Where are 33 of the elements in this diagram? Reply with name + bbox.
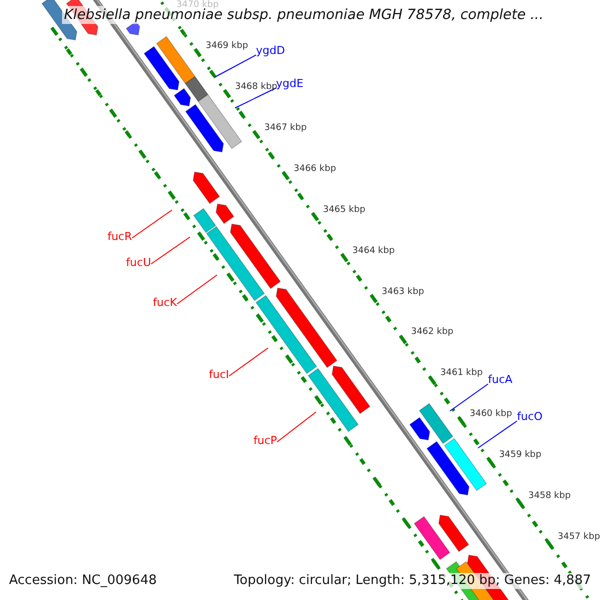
gene-label: fucI: [208, 368, 229, 381]
tick-label: 3459 kbp: [498, 450, 542, 462]
gene-label: ygdE: [276, 77, 304, 90]
gene-label: fucK: [152, 296, 177, 309]
leader-line: [132, 210, 172, 238]
leader-line: [276, 412, 316, 442]
tick-label: 3458 kbp: [528, 491, 571, 502]
tick-label: 3465 kbp: [322, 204, 366, 216]
leader-line: [214, 54, 256, 78]
leader-line: [478, 420, 518, 448]
tick-label: 3467 kbp: [264, 122, 307, 134]
tick-label: 3462 kbp: [410, 327, 454, 338]
footer-text: Topology: circular; Length: 5,315,120 bp; Genes: 4,887: [234, 573, 591, 589]
tick-label: 3468 kbp: [234, 82, 278, 93]
tick-label: 3464 kbp: [352, 246, 395, 257]
gene-label: fucO: [517, 410, 543, 423]
footer-text: Accession: NC_009648: [9, 573, 157, 589]
tick-label: 3457 kbp: [558, 532, 600, 544]
leader-line: [228, 348, 268, 376]
gene-label: fucR: [107, 230, 132, 243]
gene-label: fucU: [126, 256, 151, 269]
leader-line: [234, 88, 276, 108]
tick-label: 3466 kbp: [294, 164, 336, 175]
leader-line: [450, 384, 488, 412]
leader-line: [176, 274, 218, 304]
tick-label: 3463 kbp: [382, 286, 424, 298]
tick-label: 3469 kbp: [206, 40, 248, 52]
gene-label: fucP: [253, 434, 277, 447]
leader-line: [150, 236, 190, 264]
tick-label: 3461 kbp: [440, 368, 483, 380]
gene-label: fucA: [488, 373, 512, 386]
gene-label: ygdD: [256, 44, 285, 57]
tick-label: 3460 kbp: [470, 409, 512, 420]
